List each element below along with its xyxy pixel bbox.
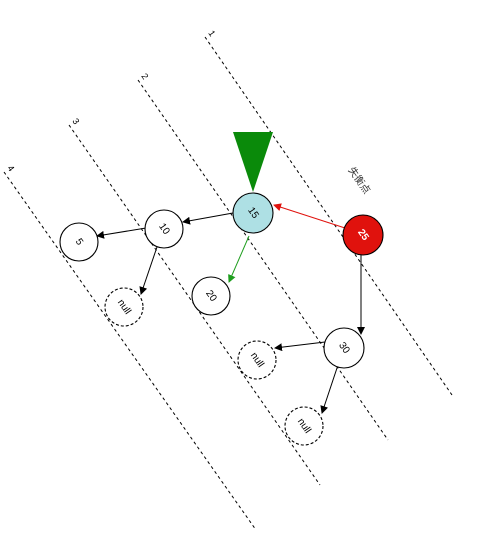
level-line-4 [3, 171, 257, 531]
node-30: 30 [323, 327, 365, 369]
null-node-left-of-30: null [237, 340, 277, 380]
level-label-2: 2 [139, 71, 150, 81]
null-node-under-10: null [104, 287, 144, 327]
node-10-circle [144, 209, 184, 249]
level-line-2 [137, 79, 389, 441]
node-5-label: 5 [73, 237, 85, 248]
edge-30-to-null-lower [320, 364, 339, 414]
rotation-marker-triangle [233, 132, 273, 192]
node-25-circle [342, 214, 384, 256]
null-node-under-30-circle [284, 406, 324, 446]
null-node-under-10-circle [104, 287, 144, 327]
node-20-circle [191, 276, 231, 316]
node-10: 10 [144, 209, 184, 249]
edge-15-to-10 [182, 212, 234, 225]
edge-15-to-20 [228, 235, 250, 283]
imbalance-point-label: 失衡点 [346, 164, 374, 196]
null-node-left-of-30-circle [237, 340, 277, 380]
edge-30-to-null [274, 341, 326, 352]
edge-10-to-5 [96, 227, 147, 239]
node-25: 25 [342, 214, 384, 256]
node-5-circle [59, 222, 99, 262]
edge-25-to-15 [273, 203, 346, 229]
level-label-3: 3 [70, 116, 81, 126]
level-label-1: 1 [206, 28, 217, 38]
node-20: 20 [191, 276, 231, 316]
null-node-under-30: null [284, 406, 324, 446]
node-15: 15 [232, 192, 274, 234]
level-label-4: 4 [5, 163, 16, 173]
level-line-1 [204, 36, 453, 396]
level-line-3 [68, 124, 321, 486]
node-30-circle [323, 327, 365, 369]
node-5: 5 [59, 222, 99, 262]
edge-10-to-null [139, 246, 158, 295]
node-15-circle [232, 192, 274, 234]
